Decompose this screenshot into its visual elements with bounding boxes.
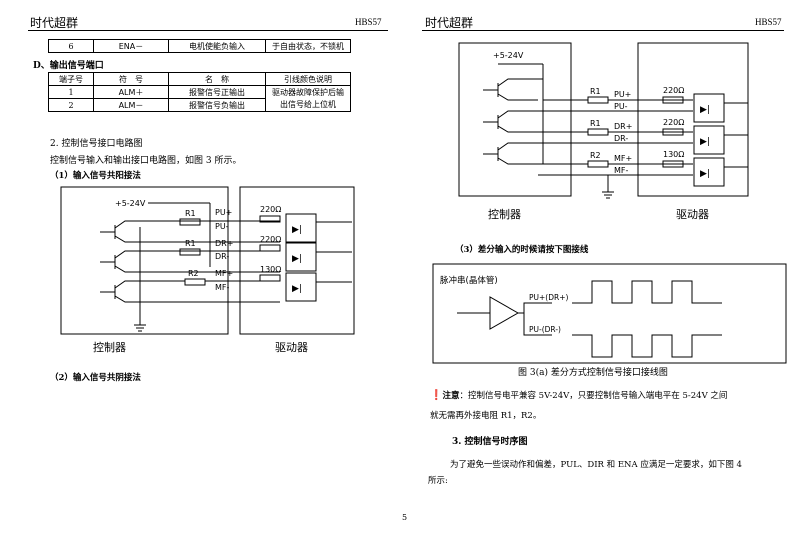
section3-title: 3. 控制信号时序图 [452,437,528,447]
pu-minus-label: PU- [614,102,628,111]
table-cell: ENA－ [93,39,169,53]
svg-text:▶|: ▶| [292,225,302,235]
r1-label: R1 [185,209,196,218]
note-line-1: ❗注意：控制信号电平兼容 5V-24V，只要控制信号输入端电平在 5-24V 之… [430,386,790,406]
table-row: 2 ALM－ 报警信号负输出 [48,98,351,112]
note-line-2: 就无需再外接电阻 R1，R2。 [430,411,542,421]
figure-caption: 图 3(a) 差分方式控制信号接口接线图 [518,368,668,378]
r1-label: R1 [590,87,601,96]
dr-minus-label: DR- [614,134,628,143]
controller-box [60,186,229,335]
table-cell: 2 [48,98,94,112]
page-number: 5 [402,513,408,522]
sub2-title: （2）输入信号共阴接法 [50,373,141,383]
controller-box [458,42,572,197]
driver-box [239,186,355,335]
table-row: 1 ALM＋ 报警信号正输出 驱动器故障保护后输 出信号给上位机 [48,85,351,112]
dr-plus-label: DR+ [614,122,632,131]
table-header-cell: 名 称 [168,72,266,86]
input-table-tail: 6 ENA－ 电机使能负输入 于自由状态，不锁机 [48,39,351,53]
table-cell: 6 [48,39,94,53]
mf-minus-label: MF- [215,283,230,292]
table-header-cell: 端子号 [48,72,94,86]
r2-label: R2 [590,151,601,160]
res-label: 130Ω [260,265,281,274]
section3-text-2: 所示: [428,476,448,486]
svg-text:▶|: ▶| [700,105,710,115]
dr-minus-label: DR- [215,252,229,261]
supply-label: +5-24V [115,199,146,208]
table-cell: ALM－ [93,98,169,112]
differential-input-diagram: 脉冲串(晶体管) PU+(DR+) PU-(DR-) [432,263,787,364]
pu-minus-label: PU- [215,222,229,231]
table-cell: 报警信号负输出 [168,98,266,112]
r2-label: R2 [188,269,199,278]
sub1-title: （1）输入信号共阳接法 [50,171,141,181]
svg-text:▶|: ▶| [292,254,302,264]
driver-box [637,42,749,197]
pu-minus-dr-label: PU-(DR-) [529,325,561,334]
pu-plus-dr-label: PU+(DR+) [529,293,568,302]
res-label: 220Ω [663,86,684,95]
res-label: 220Ω [260,235,281,244]
res-label: 130Ω [663,150,684,159]
mf-plus-label: MF+ [614,154,632,163]
svg-text:▶|: ▶| [700,169,710,179]
header-model-right: HBS57 [755,17,782,27]
controller-label: 控制器 [93,340,126,354]
note-text: ：控制信号电平兼容 5V-24V，只要控制信号输入端电平在 5-24V 之间 [459,391,728,401]
diagram-frame [432,263,787,364]
r1-label: R1 [590,119,601,128]
table-cell: 报警信号正输出 [168,85,266,99]
section2-desc: 控制信号输入和输出接口电路图，如图 3 所示。 [50,156,242,166]
res-label: 220Ω [663,118,684,127]
table-cell: ALM＋ [93,85,169,99]
common-cathode-circuit: ▶| ▶| ▶| +5-24V R1 R1 R2 PU+ PU- DR+ DR-… [458,42,749,221]
sub3-title: （3）差分输入的时候请按下图接线 [455,245,589,255]
table-header-cell: 符 号 [93,72,169,86]
mf-minus-label: MF- [614,166,629,175]
svg-text:▶|: ▶| [292,284,302,294]
res-label: 220Ω [260,205,281,214]
table-cell: 电机使能负输入 [168,39,266,53]
table-cell-note: 驱动器故障保护后输 出信号给上位机 [265,85,351,112]
table-cell: 于自由状态，不锁机 [265,39,351,53]
header-rule-left [28,30,388,31]
header-rule-right [422,30,784,31]
note-prefix: 注意 [442,391,460,401]
header-model-left: HBS57 [355,17,382,27]
pu-plus-label: PU+ [614,90,631,99]
pulse-label: 脉冲串(晶体管) [440,275,498,286]
controller-label: 控制器 [488,207,521,221]
note-paragraph: ❗注意：控制信号电平兼容 5V-24V，只要控制信号输入端电平在 5-24V 之… [430,386,790,426]
header-title-right: 时代超群 [425,16,474,30]
section-d-title: D、输出信号端口 [33,61,104,71]
svg-text:▶|: ▶| [700,137,710,147]
section3-text-1: 为了避免一些误动作和偏差，PUL、DIR 和 ENA 应满足一定要求，如下图 4 [450,460,742,470]
note-line: 驱动器故障保护后输 [272,87,344,97]
driver-label: 驱动器 [676,208,709,221]
output-table: 端子号 符 号 名 称 引线颜色说明 1 ALM＋ 报警信号正输出 驱动器故障保… [48,72,351,112]
pu-plus-label: PU+ [215,208,232,217]
dr-plus-label: DR+ [215,239,233,248]
section2-title: 2. 控制信号接口电路图 [50,139,143,149]
r1-label: R1 [185,239,196,248]
table-cell: 1 [48,85,94,99]
table-header-cell: 引线颜色说明 [265,72,351,86]
driver-label: 驱动器 [275,341,308,354]
header-title-left: 时代超群 [30,16,79,30]
note-line: 出信号给上位机 [280,99,336,109]
mf-plus-label: MF+ [215,269,233,278]
supply-label: +5-24V [493,51,524,60]
warning-icon: ❗ [430,390,443,401]
common-anode-circuit: ▶| ▶| ▶| +5-24V R1 R1 R2 PU+ PU- DR+ DR-… [60,186,355,354]
